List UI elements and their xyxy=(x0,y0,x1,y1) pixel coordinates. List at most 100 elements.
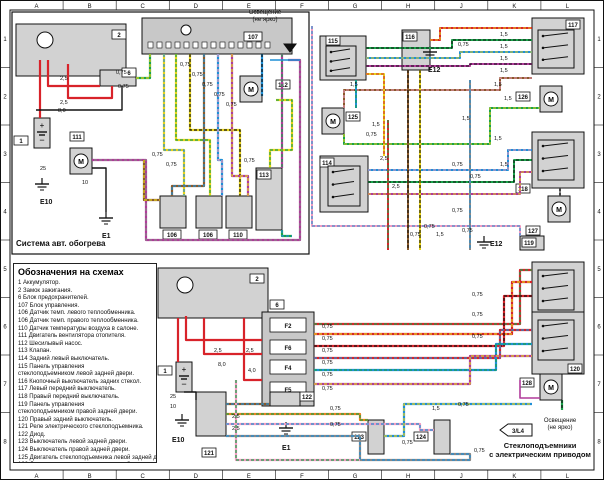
page-ref-arrow xyxy=(499,423,533,437)
grid-row-label-left: 5 xyxy=(3,267,7,273)
component-label-113-frame xyxy=(256,169,272,180)
wire-label-b: 0,75 xyxy=(322,324,333,330)
component-label-128: 128 xyxy=(522,381,533,387)
grid-col-label-bottom: C xyxy=(141,474,146,480)
switch-120-contacts-contact xyxy=(542,322,569,327)
wire-label-tr: 1,5 xyxy=(350,82,358,88)
legend-item: 120 Правый задний выключатель. xyxy=(18,416,113,423)
wire-label-tr: 0,75 xyxy=(410,232,421,238)
switch-120-top-contacts-pin xyxy=(541,299,545,303)
fuse-label: F5 xyxy=(284,388,292,394)
component-label-sensor: 106 xyxy=(167,233,178,239)
legend-item: 113 Клапан. xyxy=(18,348,52,355)
legend-item: 117 Левый передний выключатель. xyxy=(18,386,116,393)
component-label-111: 111 xyxy=(72,135,82,141)
wire-b-6-stripe xyxy=(314,355,532,385)
battery-1-minus: − xyxy=(39,135,44,145)
legend-item: 106 Датчик темп. левого теплообменника. xyxy=(18,310,136,317)
wire-label-b: 0,75 xyxy=(402,440,413,446)
grid-col-label-bottom: J xyxy=(460,474,463,480)
wire-yellow-black-stripe xyxy=(189,54,241,196)
grid-col-label-top: B xyxy=(88,4,92,10)
component-label-2b: 2 xyxy=(255,277,259,283)
component-label-119: 119 xyxy=(524,241,534,247)
wire-b-2-stripe xyxy=(314,281,532,335)
component-label-114: 114 xyxy=(322,161,332,167)
wire-blue-pink-stripe xyxy=(217,54,223,196)
wire-black-b1 xyxy=(184,391,197,400)
wire-label-tr: 1,5 xyxy=(494,136,502,142)
switch-117-contacts-pin xyxy=(541,34,545,38)
wire-tr-3-stripe xyxy=(430,27,532,41)
fuse-2 xyxy=(269,359,307,375)
wire-label-tr: 1,5 xyxy=(462,116,470,122)
wire-yellow-blue-stripe xyxy=(163,54,185,196)
switch-120-top-contacts-contact xyxy=(542,285,569,289)
wire-purple-yellow-stripe xyxy=(231,54,249,196)
switch-120-contacts-pin xyxy=(541,324,545,328)
wire-label-tr: 1,5 xyxy=(500,162,508,168)
wire-tr-2-stripe xyxy=(366,63,532,67)
legend-item: 119 Панель управления xyxy=(18,401,85,408)
fuse-1 xyxy=(269,339,307,355)
wire-label-tl: 2,5 xyxy=(60,100,68,106)
grid-row-label-right: 8 xyxy=(597,439,601,445)
module-pin xyxy=(165,41,172,49)
component-label-117: 117 xyxy=(568,23,578,29)
legend-item: 114 Задний левый выключатель. xyxy=(18,355,110,362)
wire-black-ground xyxy=(92,167,107,212)
switch-118-contacts-pin xyxy=(541,157,545,160)
wire-brown-yellow-stripe xyxy=(143,160,160,201)
sensor-1 xyxy=(195,195,223,229)
component-label-127: 127 xyxy=(528,229,539,235)
module-pin xyxy=(192,41,199,49)
legend-title: Обозначения на схемах xyxy=(18,267,124,277)
wire-label-tl: 0,75 xyxy=(226,102,237,108)
wire-label-tr: 1,5 xyxy=(372,122,380,128)
panel-115-switch-pin xyxy=(329,50,333,54)
wire-label-tr: 0,75 xyxy=(452,208,463,214)
component-label-121-frame xyxy=(201,447,217,458)
grid-row-label-right: 6 xyxy=(597,324,601,330)
component-label-107: 107 xyxy=(248,35,259,41)
grid-col-label-top: E xyxy=(247,4,251,10)
ground-label-e12-mid: E12 xyxy=(490,241,503,248)
wire-label-tl: 0,75 xyxy=(180,62,191,68)
switch-117-contacts-pin xyxy=(541,46,545,50)
sensor-0 xyxy=(159,195,187,229)
module-pin xyxy=(255,41,262,49)
wire-tr-0-stripe xyxy=(366,39,532,49)
grid-row-label-left: 6 xyxy=(3,324,7,330)
switch-117-contacts-contact xyxy=(542,32,569,37)
wire-label-tr: 2,5 xyxy=(380,156,388,162)
motor-127-m: M xyxy=(556,207,562,214)
legend-item: 112 Шесилывый насос. xyxy=(18,340,83,347)
module-pin xyxy=(183,41,190,49)
wire-label-b: 0,75 xyxy=(330,406,341,412)
wire-label-tl: 25 xyxy=(40,166,46,172)
grid-row-label-right: 2 xyxy=(597,94,601,100)
panel-115-switch-contact xyxy=(330,57,351,62)
wire-b-8-stripe xyxy=(226,423,434,431)
wire-label-tr: 1,5 xyxy=(500,68,508,74)
wire-label-b: 2,5 xyxy=(232,414,240,420)
fuse-label: F2 xyxy=(284,324,292,330)
switch-120-top-contacts-contact xyxy=(542,272,569,277)
component-label-116: 116 xyxy=(405,35,415,41)
switch-120-top-contacts-contact xyxy=(542,297,569,302)
module-pin xyxy=(156,41,163,49)
wire-label-tl: 0,75 xyxy=(116,70,127,76)
wire-label-tr: 1,5 xyxy=(500,44,508,50)
wire-label-b: 0,75 xyxy=(472,334,483,340)
wire-b-11-stripe xyxy=(384,403,532,437)
wire-b-9-stripe xyxy=(226,435,471,461)
fuse-0 xyxy=(269,317,307,333)
grid-row-label-right: 7 xyxy=(597,382,601,388)
component-label-121: 121 xyxy=(204,451,215,457)
wire-label-tl: 2,5 xyxy=(60,76,68,82)
component-label-1b-frame xyxy=(157,365,173,376)
grid-row-label-left: 1 xyxy=(3,37,7,43)
switch-118-contacts-pin xyxy=(541,144,545,148)
fuse-label: F4 xyxy=(284,366,292,372)
